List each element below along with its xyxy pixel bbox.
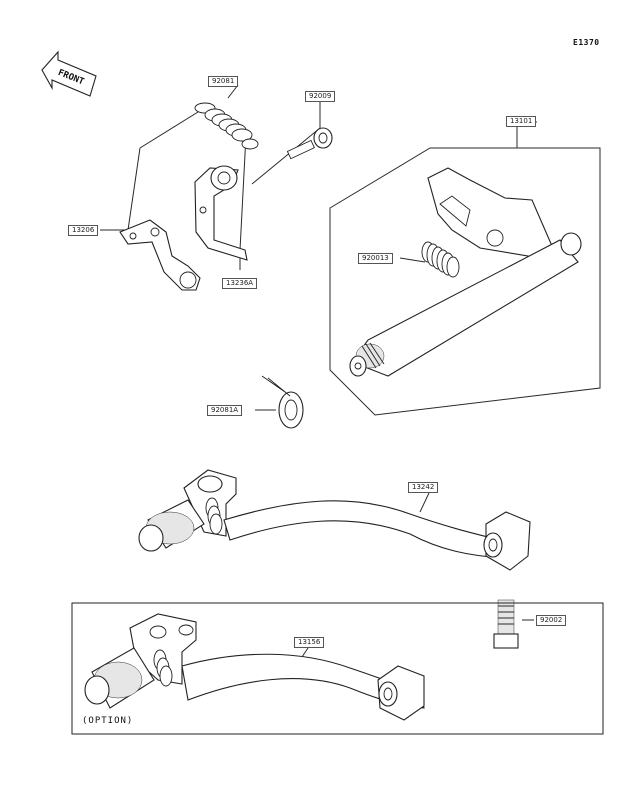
option-pedal-spring (153, 649, 173, 687)
option-shift-pedal-part (84, 613, 425, 721)
shift-pedal-part (138, 469, 531, 571)
shift-shaft-part (349, 167, 582, 377)
option-label: (OPTION) (82, 716, 134, 726)
bolt-92002-part (493, 599, 519, 649)
callout-13206[interactable]: 13206 (68, 225, 99, 236)
callout-13242[interactable]: 13242 (408, 482, 439, 493)
callout-92009[interactable]: 92009 (305, 91, 336, 102)
pedal-spring (205, 497, 223, 535)
bolt-92009-part (286, 127, 333, 160)
callout-92081[interactable]: 92081 (208, 76, 239, 87)
callout-92081a[interactable]: 92081A (207, 405, 243, 416)
callout-13236a[interactable]: 13236A (222, 278, 258, 289)
detent-spring-part (421, 241, 460, 278)
callout-92002[interactable]: 92002 (536, 615, 567, 626)
front-arrow-icon: FRONT (41, 50, 97, 97)
callout-13101[interactable]: 13101 (506, 116, 537, 127)
callout-13156[interactable]: 13156 (294, 637, 325, 648)
return-spring-part (194, 102, 259, 150)
leader-lines (100, 84, 601, 661)
callout-920013[interactable]: 920013 (358, 253, 393, 264)
spring-clip-part (261, 375, 304, 429)
diagram-reference-code: E1370 (573, 38, 600, 47)
option-frame (71, 602, 604, 735)
shift-bracket-part (194, 165, 248, 261)
shift-lever-part (119, 219, 201, 291)
